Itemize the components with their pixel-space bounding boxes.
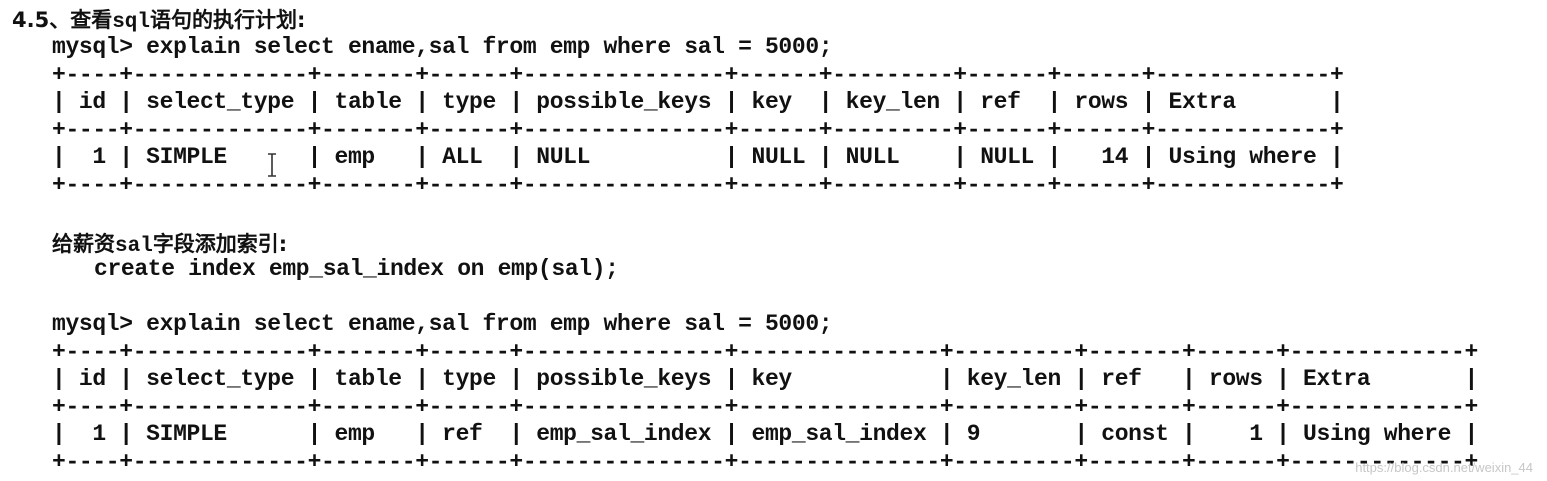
query2-header-row: | id | select_type | table | type | poss… bbox=[52, 366, 1478, 393]
query2-prompt: mysql> explain select ename,sal from emp… bbox=[52, 311, 833, 337]
text-cursor-icon bbox=[268, 153, 276, 177]
section-title-prefix: 查看 bbox=[70, 8, 113, 32]
query1-separator-mid: +----+-------------+-------+------+-----… bbox=[52, 116, 1344, 143]
create-index-block: create index emp_sal_index on emp(sal); bbox=[94, 256, 619, 284]
section-title-suffix: 语句的执行计划: bbox=[150, 8, 306, 32]
watermark: https://blog.csdn.net/weixin_44 bbox=[1355, 460, 1533, 475]
section-number: 4.5、 bbox=[12, 8, 71, 32]
query2-separator-bottom: +----+-------------+-------+------+-----… bbox=[52, 448, 1478, 475]
index-note-suffix: 字段添加索引: bbox=[152, 232, 288, 256]
section-heading: 4.5、查看sql语句的执行计划: bbox=[12, 4, 305, 34]
index-note-code: sal bbox=[115, 235, 153, 258]
section-title-code: sql bbox=[112, 11, 151, 34]
query2-data-row: | 1 | SIMPLE | emp | ref | emp_sal_index… bbox=[52, 421, 1478, 448]
query2-block: mysql> explain select ename,sal from emp… bbox=[52, 311, 1478, 477]
query1-separator-top: +----+-------------+-------+------+-----… bbox=[52, 61, 1344, 88]
query2-separator-top: +----+-------------+-------+------+-----… bbox=[52, 338, 1478, 365]
query1-prompt: mysql> explain select ename,sal from emp… bbox=[52, 34, 833, 60]
query1-block: mysql> explain select ename,sal from emp… bbox=[52, 34, 1344, 200]
create-index-statement: create index emp_sal_index on emp(sal); bbox=[94, 256, 619, 282]
query1-data-row: | 1 | SIMPLE | emp | ALL | NULL | NULL |… bbox=[52, 144, 1344, 171]
index-note: 给薪资sal字段添加索引: bbox=[52, 228, 287, 258]
query1-header-row: | id | select_type | table | type | poss… bbox=[52, 89, 1344, 116]
query1-separator-bottom: +----+-------------+-------+------+-----… bbox=[52, 171, 1344, 198]
query2-separator-mid: +----+-------------+-------+------+-----… bbox=[52, 393, 1478, 420]
index-note-prefix: 给薪资 bbox=[52, 232, 115, 256]
